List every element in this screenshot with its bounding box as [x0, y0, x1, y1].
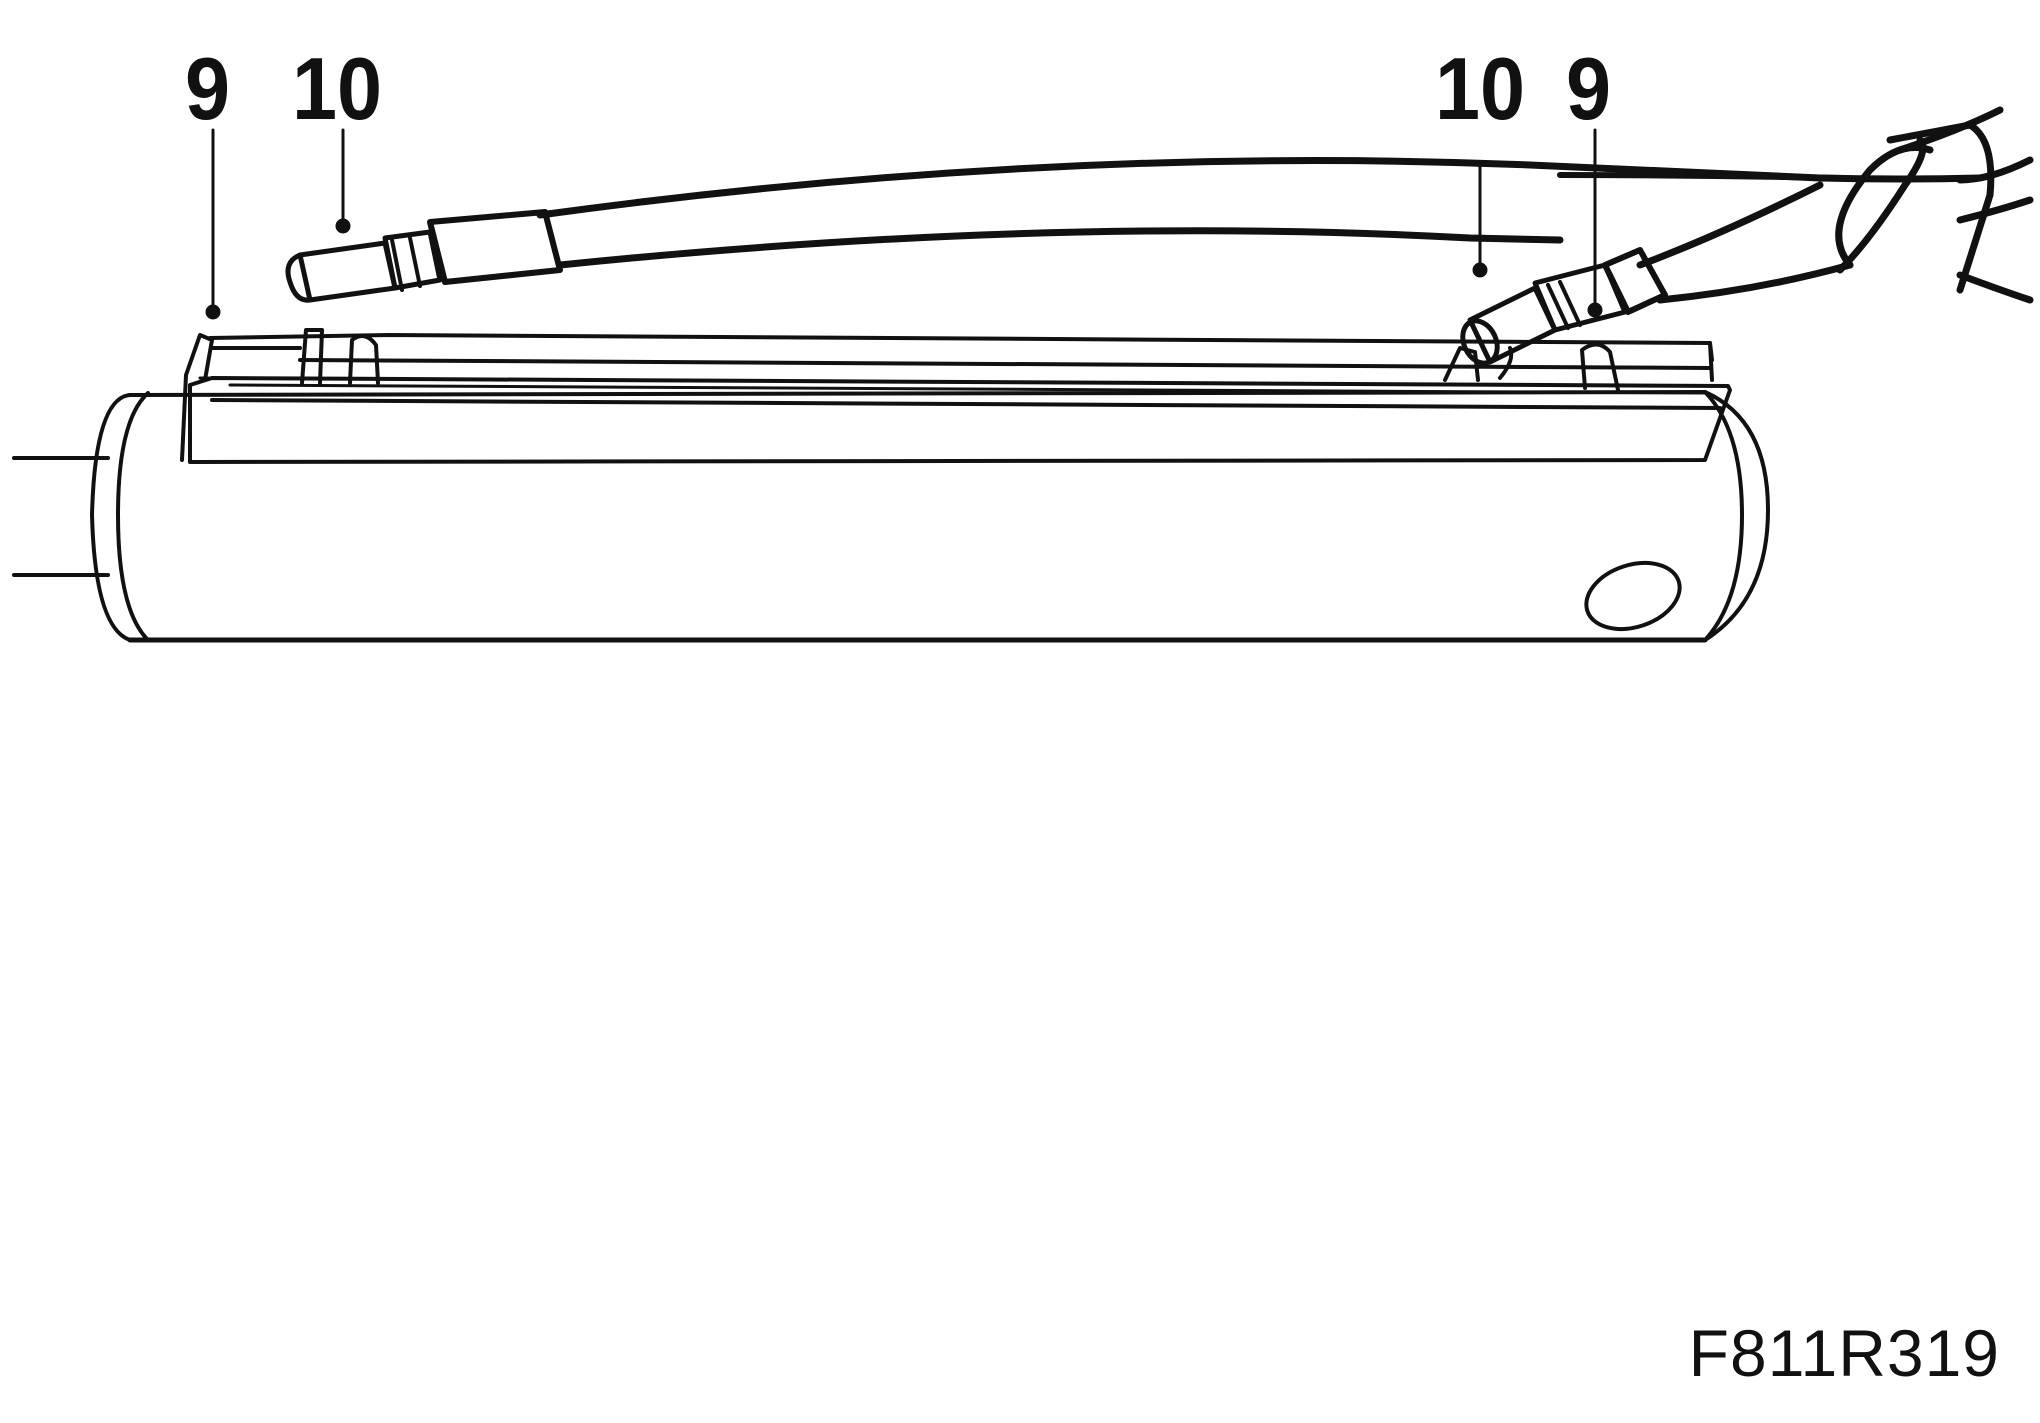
callout-left-9: 9: [185, 39, 231, 138]
left-tie-rod: [12, 456, 110, 577]
port-hole: [1584, 560, 1682, 632]
right-hose-fitting: [1460, 247, 1668, 366]
left-bracket: [210, 328, 380, 385]
valve-housing: [180, 333, 1732, 464]
cylinder-body: [90, 390, 1770, 643]
callout-left-10: 10: [292, 39, 383, 138]
figure-code: F811R319: [1688, 1316, 2000, 1390]
leader-lines: [205, 128, 1603, 320]
callout-right-9: 9: [1566, 39, 1612, 138]
callout-right-10: 10: [1435, 39, 1526, 138]
right-hose-assembly: [1636, 106, 2034, 304]
left-hose-fitting: [285, 209, 563, 303]
